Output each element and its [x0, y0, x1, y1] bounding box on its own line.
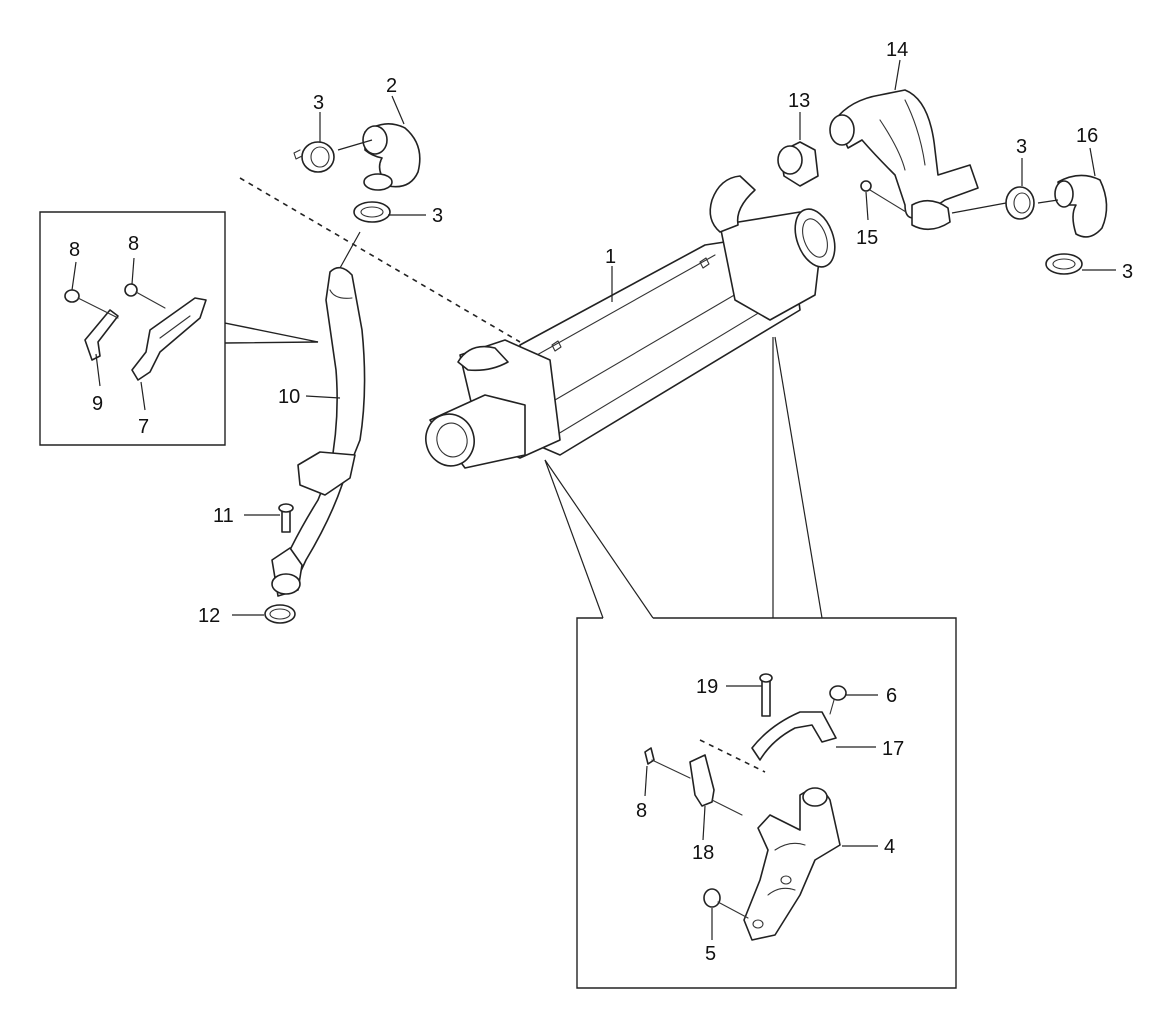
callout-16: 16	[1076, 125, 1098, 147]
part-8-bolt-c	[644, 747, 691, 779]
alignment-dashed-line	[239, 177, 521, 343]
callout-3: 3	[1122, 261, 1133, 283]
callout-17: 17	[882, 738, 904, 760]
part-6-bolt	[829, 685, 847, 715]
part-14-pipe-bracket	[829, 89, 979, 231]
part-3-clamp-b	[353, 201, 391, 223]
alignment-dashed-line-small	[699, 739, 766, 773]
callout-10: 10	[278, 386, 300, 408]
part-9-bracket	[84, 309, 119, 361]
part-17-bracket	[751, 711, 837, 761]
part-10-pipe	[271, 266, 366, 597]
callout-4: 4	[884, 836, 895, 858]
callout-3: 3	[1016, 136, 1027, 158]
part-16-elbow	[1054, 174, 1108, 238]
callout-8: 8	[69, 239, 80, 261]
callout-5: 5	[705, 943, 716, 965]
part-7-bracket	[131, 297, 207, 381]
callout-3: 3	[432, 205, 443, 227]
callout-12: 12	[198, 605, 220, 627]
part-8-bolt-b	[124, 283, 166, 309]
part-8-bolt-a	[64, 289, 119, 319]
detail-box-bottom	[544, 336, 957, 989]
callout-9: 9	[92, 393, 103, 415]
callout-13: 13	[788, 90, 810, 112]
callout-14: 14	[886, 39, 908, 61]
part-12-o-ring	[264, 604, 296, 624]
callout-8: 8	[636, 800, 647, 822]
callout-3: 3	[313, 92, 324, 114]
part-11-bolt	[278, 503, 294, 533]
callout-11: 11	[213, 505, 234, 527]
callout-labels: 1 2 3 3 3 3 4 5 6 7 8 8 8 9 10 11 12 13 …	[69, 39, 1133, 965]
part-15-bolt	[860, 180, 907, 213]
part-3-clamp-a	[293, 141, 335, 173]
part-5-bolt	[703, 888, 749, 919]
callout-8: 8	[128, 233, 139, 255]
detail-box-left	[39, 211, 319, 446]
part-2-elbow	[362, 123, 421, 191]
callout-15: 15	[856, 227, 878, 249]
part-1-intercooler	[425, 208, 836, 469]
callout-18: 18	[692, 842, 714, 864]
callout-7: 7	[138, 416, 149, 438]
leader-lines	[71, 59, 1116, 940]
part-3-clamp-d	[1045, 253, 1083, 275]
part-19-bolt	[759, 673, 773, 717]
callout-2: 2	[386, 75, 397, 97]
part-3-clamp-c	[1005, 186, 1035, 220]
part-4-mount-bracket	[743, 787, 841, 941]
callout-6: 6	[886, 685, 897, 707]
part-18-bracket	[689, 754, 743, 816]
callout-1: 1	[605, 246, 616, 268]
callout-19: 19	[696, 676, 718, 698]
part-13-hose	[709, 141, 819, 233]
